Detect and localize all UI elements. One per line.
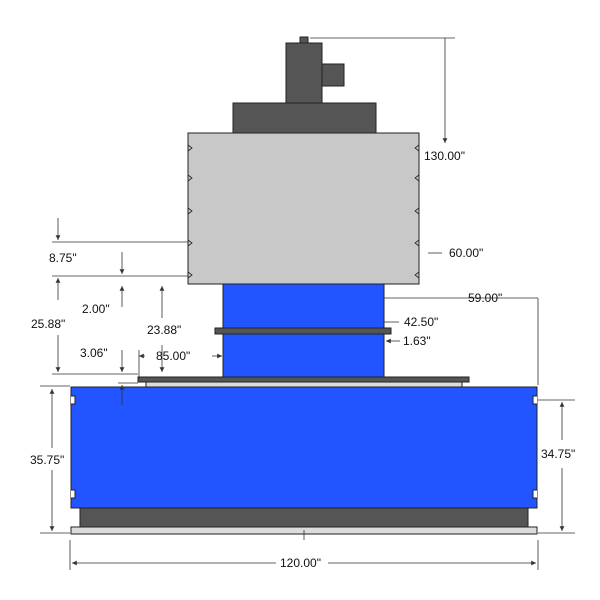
dimension-labels: 130.00" 60.00" 8.75" 2.00" 25.88" 23.88"… — [30, 149, 575, 570]
machine-assembly — [70, 36, 538, 535]
dim-inner-column-height: 23.88" — [147, 323, 181, 337]
top-housing — [232, 102, 377, 134]
motor-cap — [299, 36, 309, 44]
dim-upper-box-height: 60.00" — [449, 246, 483, 260]
base-body — [70, 386, 538, 509]
base-skirt — [79, 507, 529, 528]
motor-body — [285, 42, 323, 104]
base-notches — [71, 395, 537, 499]
base-top-spacer — [145, 381, 463, 388]
dim-base-top-width: 85.00" — [156, 349, 190, 363]
middle-plate — [214, 327, 392, 335]
dim-overall-width: 120.00" — [280, 556, 321, 570]
dim-left-offset-top: 8.75" — [49, 251, 77, 265]
enclosure-hinges — [187, 144, 420, 279]
dim-column-width: 42.50" — [404, 315, 438, 329]
upper-enclosure — [187, 132, 420, 285]
dimension-lines — [40, 37, 575, 570]
dim-left-column-height: 25.88" — [31, 317, 65, 331]
dim-overall-height: 130.00" — [424, 149, 465, 163]
motor-side-block — [321, 63, 345, 87]
dim-right-span: 59.00" — [468, 291, 502, 305]
column-lower — [222, 333, 385, 378]
dim-base-height-left: 35.75" — [30, 453, 64, 467]
dim-left-step: 2.00" — [82, 302, 110, 316]
dim-plate-thickness: 3.06" — [80, 346, 108, 360]
base-top-plate — [137, 376, 470, 383]
dim-column-offset: 1.63" — [403, 334, 431, 348]
dim-base-height-right: 34.75" — [541, 447, 575, 461]
column-upper — [222, 283, 385, 329]
